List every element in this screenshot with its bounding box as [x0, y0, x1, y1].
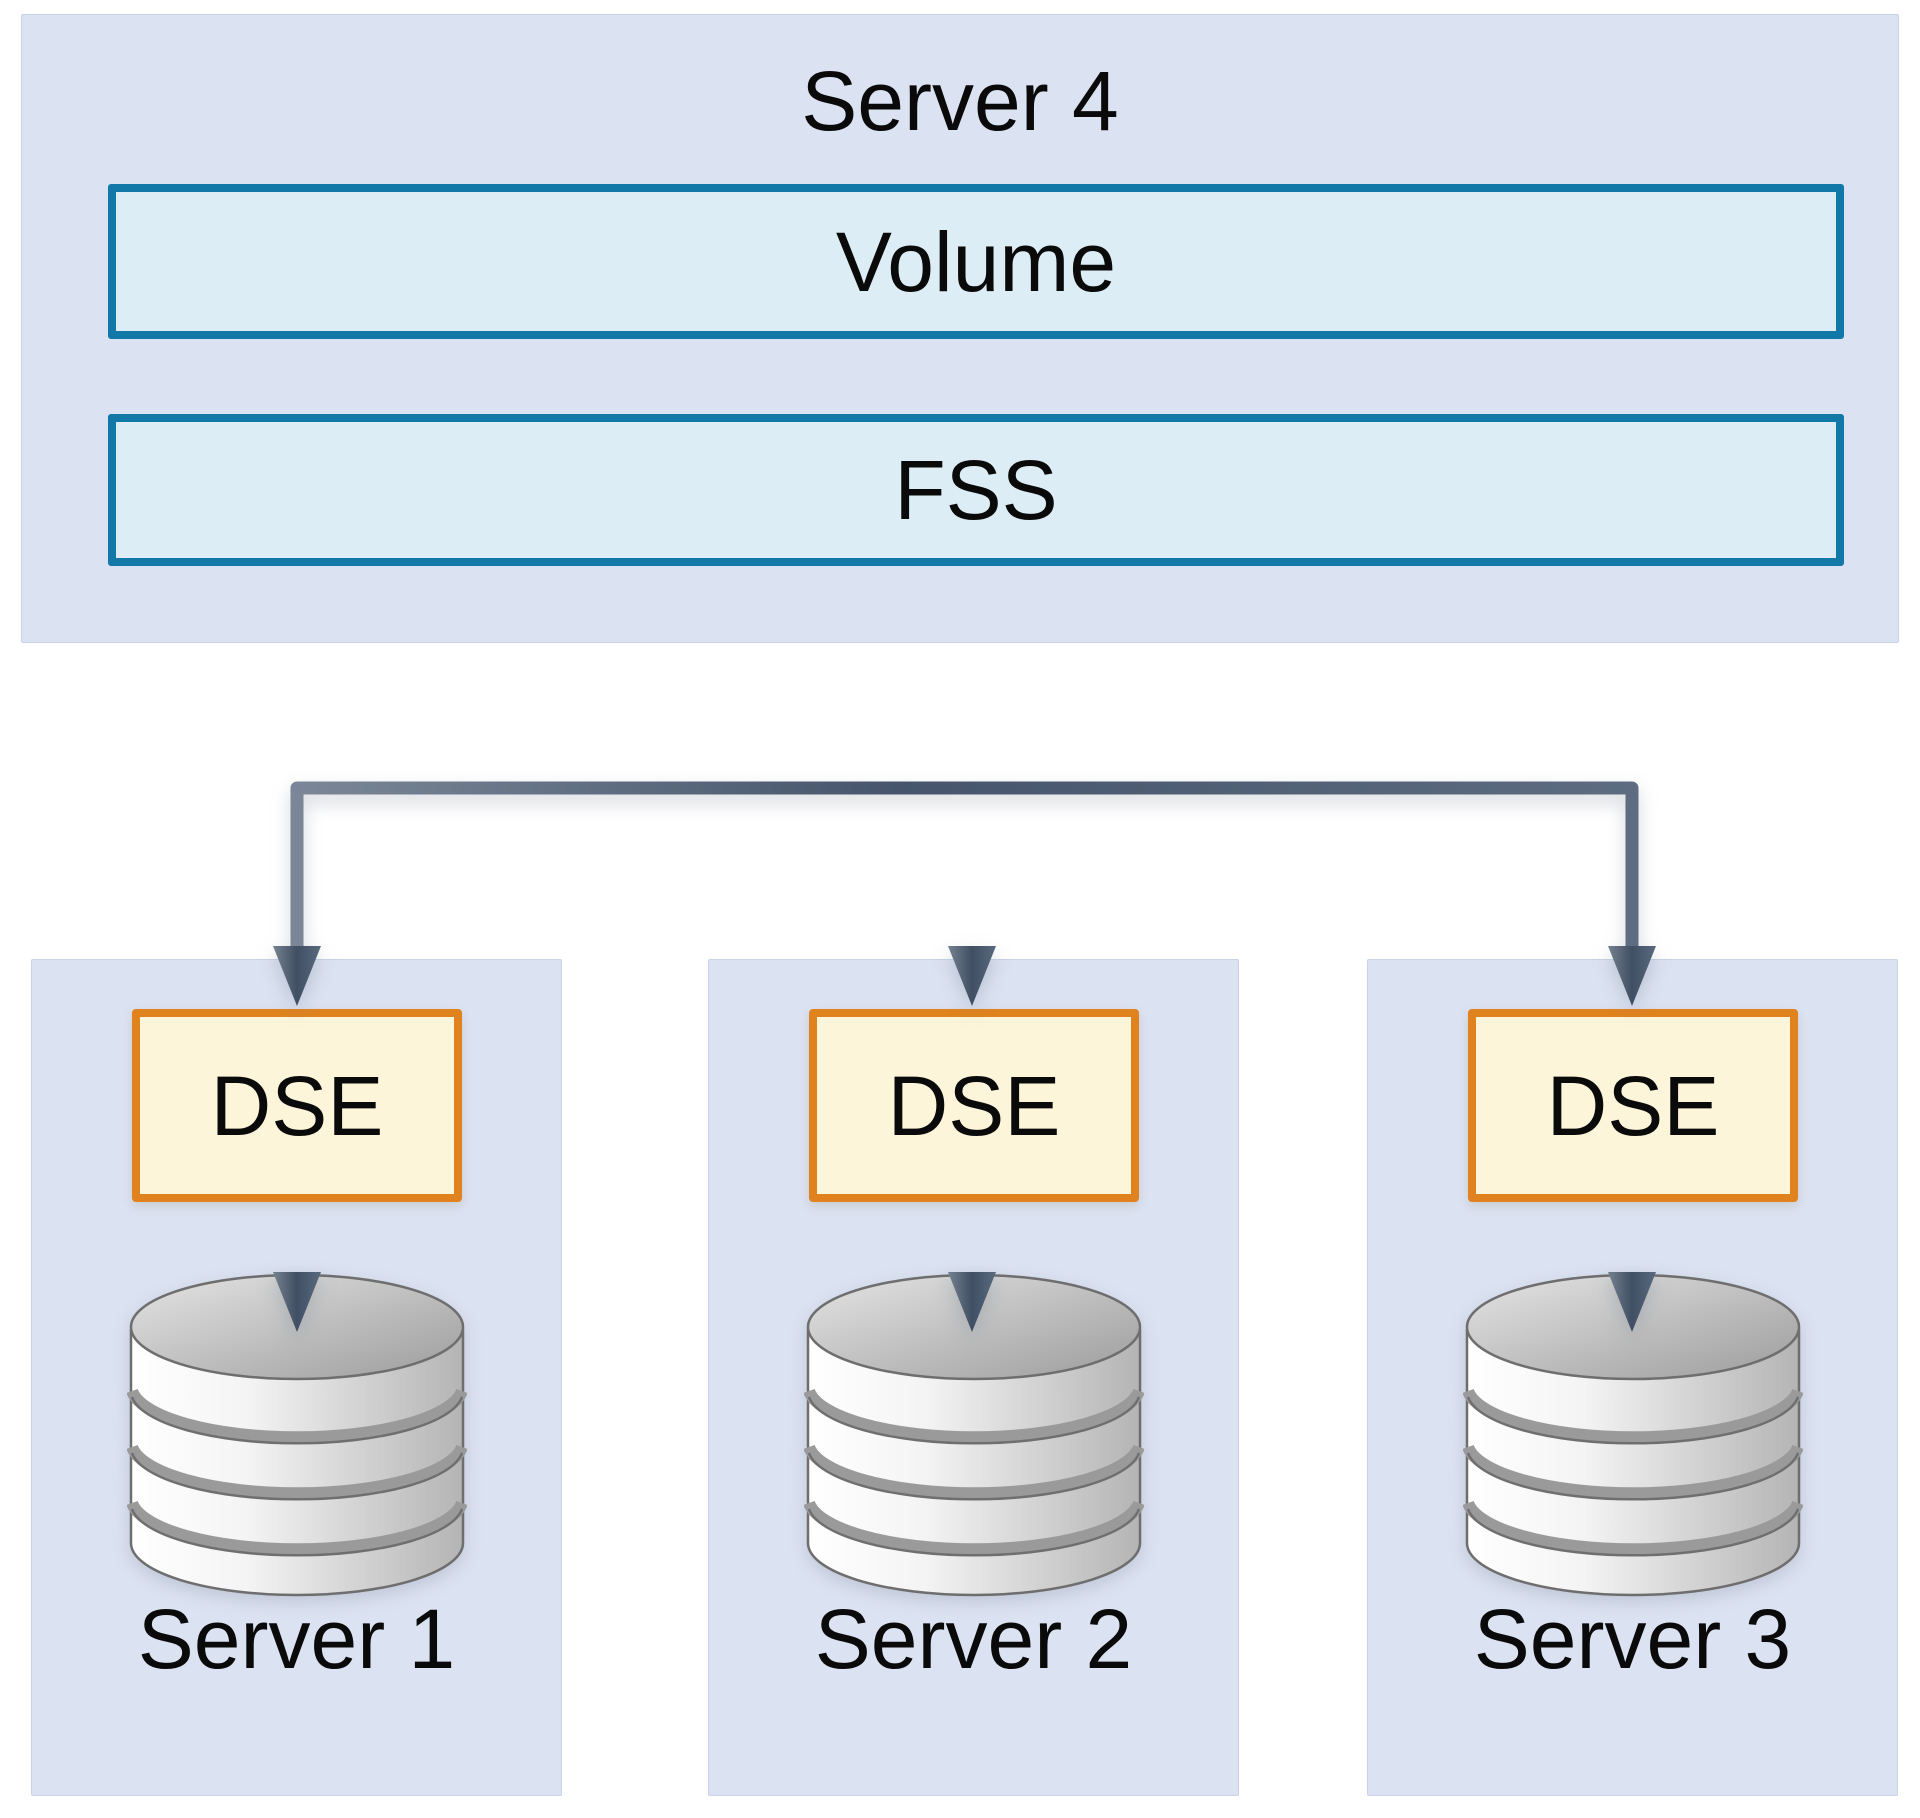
fss-label: FSS — [894, 443, 1058, 537]
server1-label: Server 1 — [137, 1592, 456, 1686]
dse-label: DSE — [210, 1058, 384, 1153]
server1-panel: DSE Server 1 — [31, 959, 562, 1796]
server2-panel: DSE Server 2 — [708, 959, 1239, 1796]
server4-title: Server 4 — [801, 54, 1119, 148]
server3-label: Server 3 — [1473, 1592, 1792, 1686]
server4-panel: Server 4 Volume FSS — [21, 14, 1899, 643]
database-cylinder-icon — [804, 1271, 1144, 1601]
volume-node: Volume — [108, 184, 1844, 339]
database-cylinder-icon — [127, 1271, 467, 1601]
distributor-line — [290, 781, 1639, 950]
dse-label: DSE — [887, 1058, 1061, 1153]
database-cylinder-icon — [1463, 1271, 1803, 1601]
dse-label: DSE — [1546, 1058, 1720, 1153]
dse-node-1: DSE — [132, 1009, 462, 1202]
server3-panel: DSE Server 3 — [1367, 959, 1898, 1796]
dse-node-3: DSE — [1468, 1009, 1798, 1202]
dse-node-2: DSE — [809, 1009, 1139, 1202]
volume-label: Volume — [835, 214, 1117, 309]
server2-label: Server 2 — [814, 1592, 1133, 1686]
fss-node: FSS — [108, 414, 1844, 566]
